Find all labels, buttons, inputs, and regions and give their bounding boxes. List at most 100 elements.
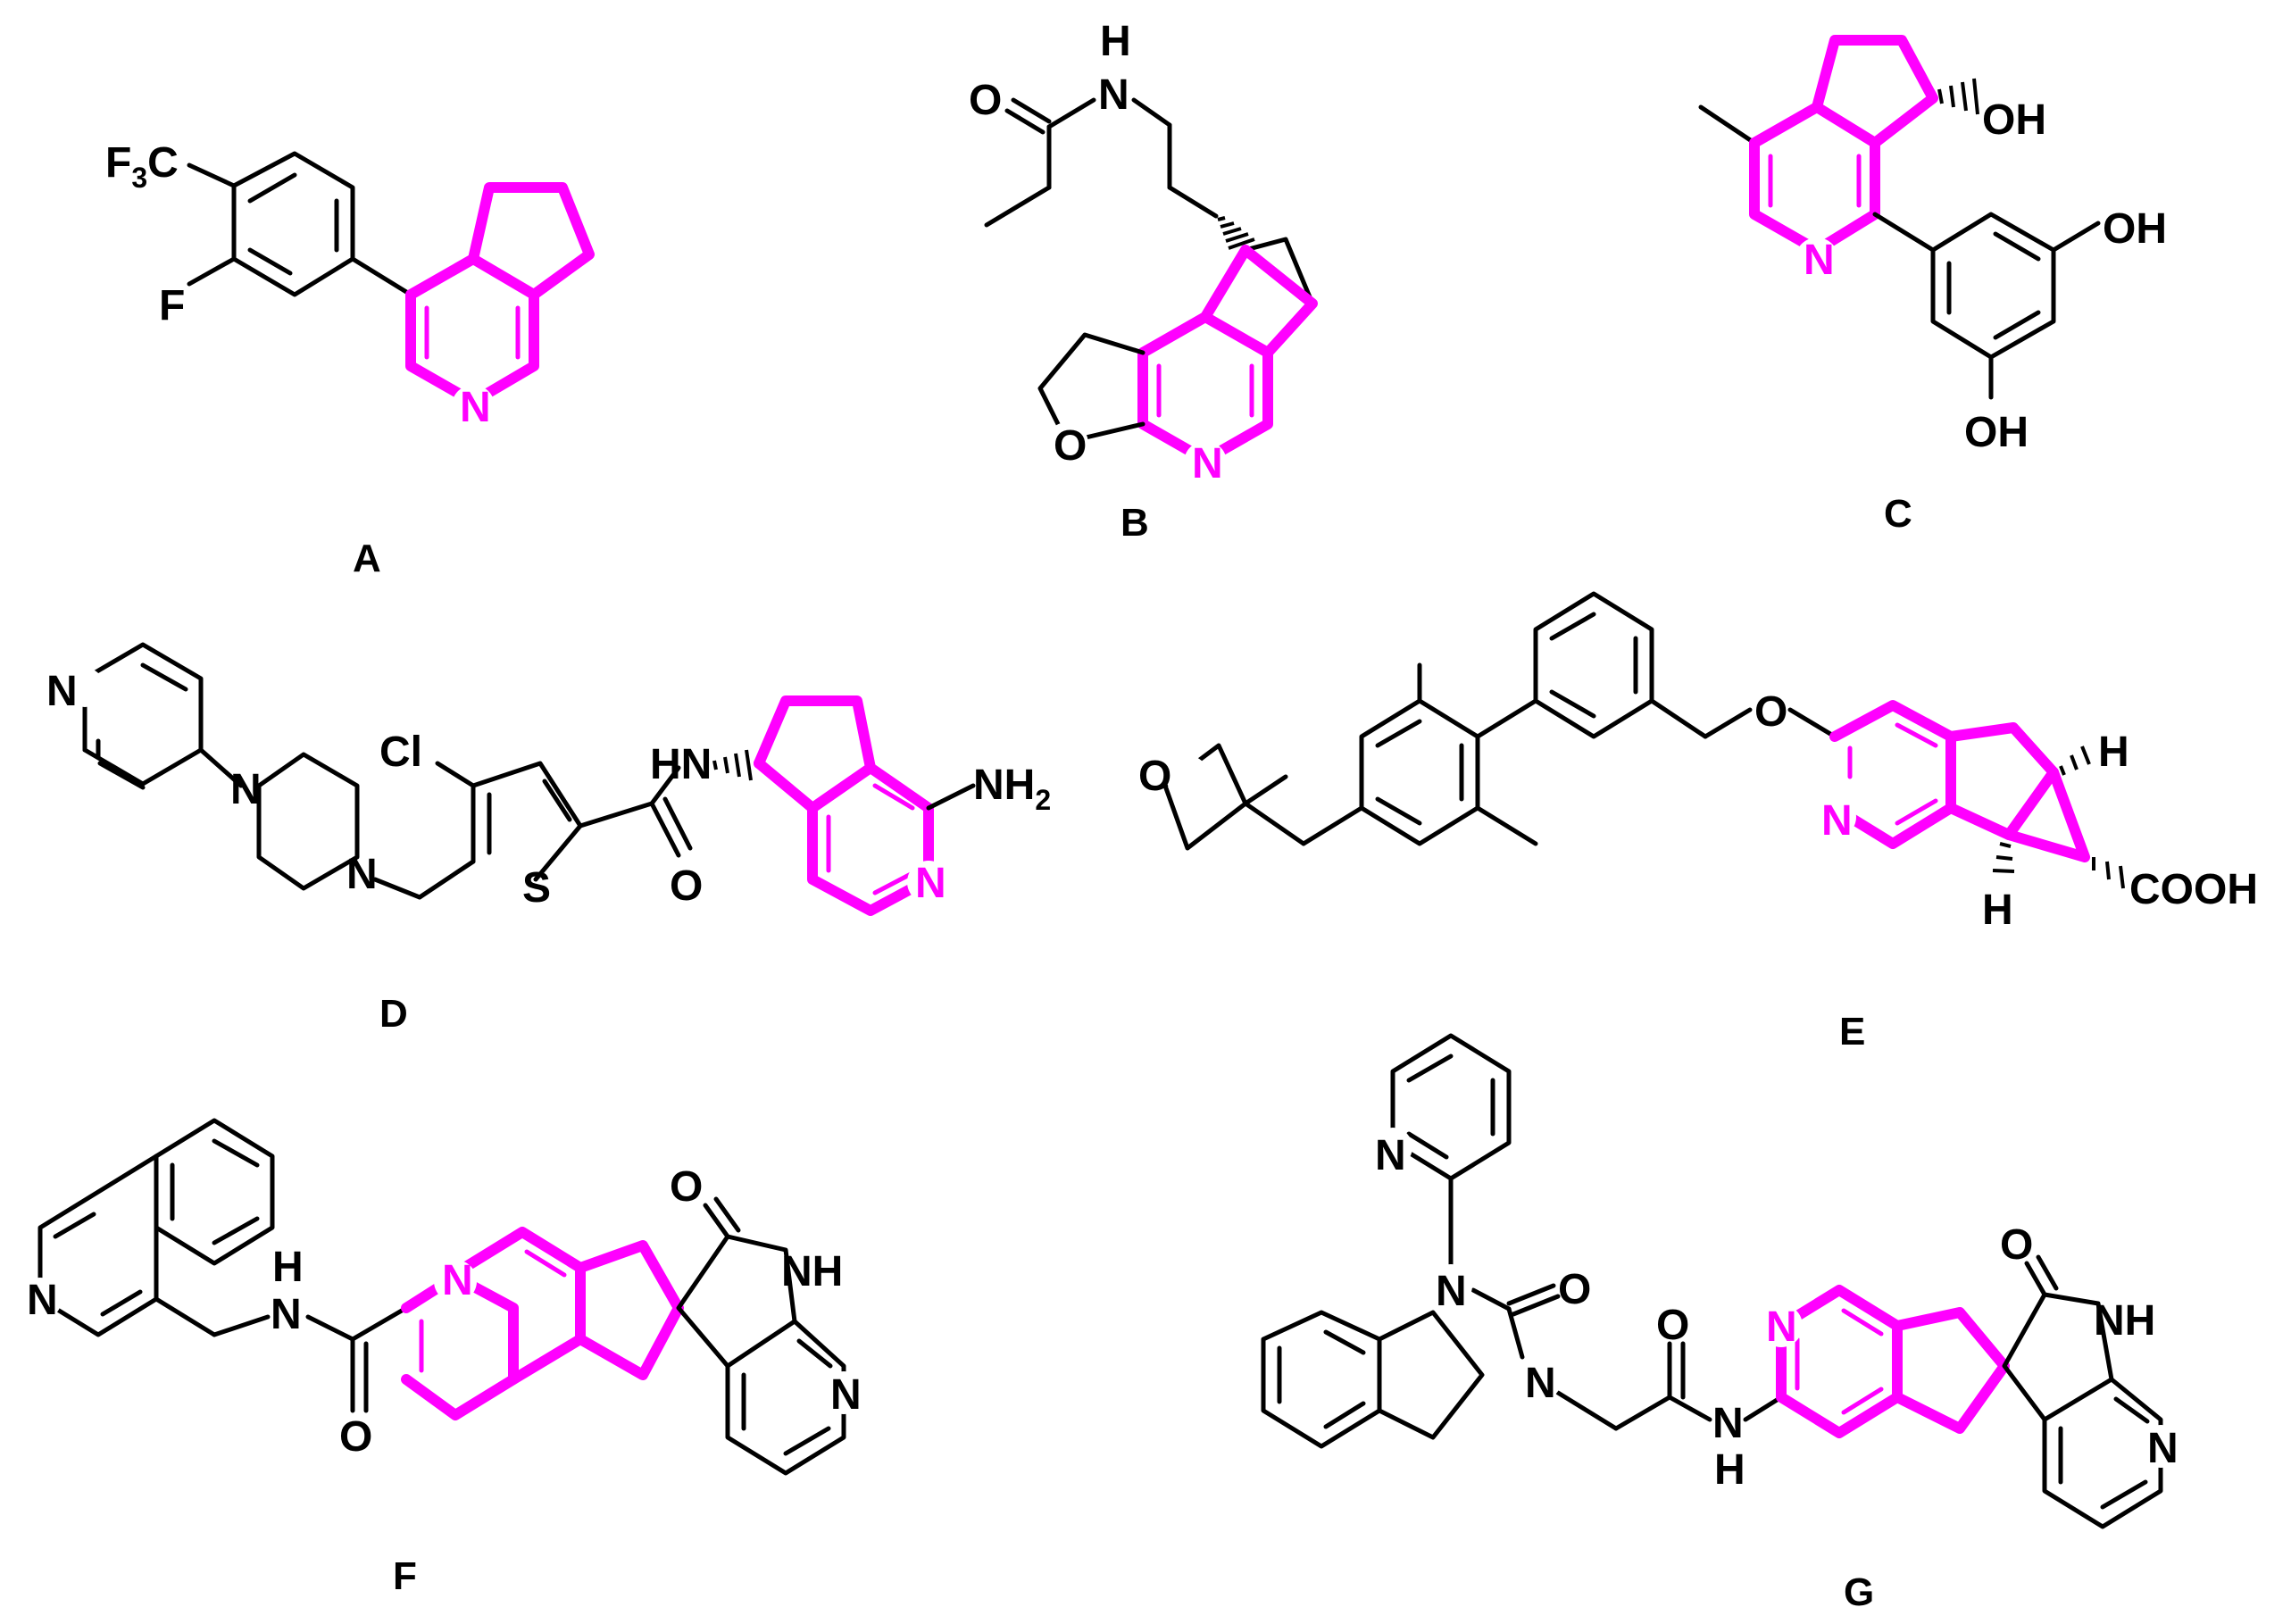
e-atom-h2: H bbox=[1982, 887, 2013, 934]
e-ph-inner-1 bbox=[1549, 612, 1596, 641]
c-atom-oh2: OH bbox=[2103, 205, 2167, 253]
g-five-ring bbox=[1892, 1307, 2010, 1434]
d-pyr-inner-3 bbox=[872, 783, 915, 811]
d-pyr-inner-2 bbox=[140, 662, 188, 692]
g-bond-co-nh bbox=[1667, 1395, 1712, 1422]
f-bond-n-co bbox=[305, 1314, 355, 1342]
e-atom-cooh: COOH bbox=[2129, 866, 2258, 913]
c-methyl bbox=[1698, 104, 1757, 146]
g-bond-lac-co-1 bbox=[2024, 1261, 2047, 1297]
d-atom-cl: Cl bbox=[379, 729, 422, 776]
g-bond-urea-co-1 bbox=[1506, 1283, 1556, 1306]
b-atom-o-carbonyl: O bbox=[969, 77, 1002, 124]
d-pyridine-highlight bbox=[807, 762, 934, 916]
a-cyclopentane-ring bbox=[468, 182, 595, 300]
d-five-ring bbox=[754, 695, 876, 813]
c-resorcinol-ring bbox=[1930, 212, 2056, 360]
g-atom-o-urea: O bbox=[1558, 1266, 1591, 1313]
a-bond-biaryl bbox=[350, 256, 413, 297]
label-e: E bbox=[1839, 1010, 1865, 1054]
compound-d: N N N Cl S HN O NH2 N D bbox=[46, 642, 1051, 1036]
g-pyr-inner-1 bbox=[1841, 1308, 1884, 1337]
c-bond-aryl bbox=[1872, 212, 1936, 253]
g-pyr2-inner-2 bbox=[2100, 1479, 2148, 1510]
d-piperazine bbox=[256, 752, 360, 891]
g-bond-urea-n1 bbox=[1470, 1287, 1512, 1312]
f-bond-lac-co-2 bbox=[713, 1196, 741, 1233]
a-phenyl-inner-1 bbox=[247, 172, 297, 204]
e-biaryl bbox=[1475, 698, 1538, 739]
e-bond-ch2-2 bbox=[1301, 805, 1364, 846]
g-atom-n-amide: N bbox=[1712, 1400, 1744, 1447]
e-xy-inner-3 bbox=[1375, 796, 1422, 826]
g-atom-o-lac: O bbox=[2000, 1221, 2033, 1269]
f-lactam-ring bbox=[676, 1234, 797, 1369]
f-bond-ch2-2 bbox=[212, 1314, 271, 1337]
e-atom-o-ether: O bbox=[1754, 688, 1787, 736]
e-hashed-h2 bbox=[1992, 842, 2015, 873]
f-bond-ch2-1 bbox=[154, 1296, 217, 1337]
compound-e: O O N H H COOH E bbox=[1138, 591, 2258, 1054]
d-bond-pip-ch2 bbox=[372, 877, 422, 900]
g-bond-n2-ch2 bbox=[1555, 1390, 1619, 1431]
d-bond-c-nh bbox=[649, 765, 681, 806]
compound-g: N N O N O N H N O NH N G bbox=[1261, 1033, 2182, 1614]
e-bond-o-pyr bbox=[1787, 707, 1837, 739]
d-bond-pyr-pip bbox=[198, 747, 244, 788]
d-hashed-bond bbox=[712, 749, 753, 781]
e-atom-n: N bbox=[1821, 797, 1853, 845]
e-bond-ch2-1 bbox=[1243, 801, 1306, 846]
c-res-inner-2 bbox=[1993, 231, 2041, 262]
b-bond-n-ch2 bbox=[1131, 97, 1172, 128]
e-atom-h1: H bbox=[2098, 729, 2129, 776]
e-pyr-inner-2 bbox=[1895, 798, 1938, 826]
f-pyr2-inner-2 bbox=[783, 1426, 831, 1456]
c-atom-n: N bbox=[1804, 237, 1835, 284]
b-atom-h: H bbox=[1100, 18, 1131, 65]
b-atom-o-ring: O bbox=[1054, 422, 1087, 470]
f-iq-p-inner-1 bbox=[53, 1212, 96, 1239]
g-atom-nh: NH bbox=[2094, 1297, 2155, 1345]
b-bond-co-double2 bbox=[1004, 108, 1046, 135]
d-pyr-inner-3 bbox=[97, 761, 146, 790]
b-bond-c-n bbox=[1046, 97, 1096, 129]
b-bond-chain2 bbox=[1167, 185, 1219, 219]
f-iq-b-inner-1 bbox=[212, 1138, 260, 1168]
e-xy-inner-1 bbox=[1375, 719, 1422, 748]
d-atom-n-pip2: N bbox=[346, 851, 378, 898]
f-atom-nh: NH bbox=[781, 1248, 843, 1295]
b-five-ring bbox=[1200, 245, 1318, 358]
a-bond-f bbox=[187, 256, 237, 287]
e-five-ring bbox=[1945, 722, 2059, 840]
g-pyt-inner-3 bbox=[1406, 1131, 1449, 1160]
d-bond-nh2 bbox=[926, 783, 976, 811]
d-bond-amide bbox=[578, 801, 654, 829]
g-atom-o-amide: O bbox=[1656, 1302, 1689, 1349]
d-bond-ring-fuse bbox=[754, 758, 818, 813]
c-five-ring bbox=[1812, 35, 1938, 148]
g-bond-urea-n2 bbox=[1506, 1306, 1525, 1360]
e-cyclopropane bbox=[2004, 767, 2090, 862]
g-atom-n1: N bbox=[1436, 1268, 1467, 1315]
d-atom-n-az: N bbox=[915, 860, 946, 907]
g-pyt-inner-1 bbox=[1406, 1054, 1454, 1083]
e-methyl-2 bbox=[1475, 805, 1538, 846]
g-atom-n-py: N bbox=[1375, 1132, 1406, 1179]
d-bond-cl bbox=[435, 761, 476, 788]
a-atom-f: F bbox=[159, 282, 185, 329]
f-atom-o-lac: O bbox=[670, 1163, 703, 1211]
e-atom-o-oxetane: O bbox=[1138, 753, 1171, 800]
c-bond-oh2 bbox=[2051, 221, 2101, 253]
g-bond-ch2-co bbox=[1613, 1395, 1672, 1431]
e-phenyl-ring bbox=[1533, 591, 1654, 739]
label-f: F bbox=[393, 1554, 417, 1598]
f-atom-h: H bbox=[272, 1244, 304, 1291]
d-atom-s: S bbox=[522, 864, 551, 912]
g-imid-ring bbox=[1377, 1310, 1485, 1440]
c-atom-oh1: OH bbox=[1982, 96, 2046, 144]
b-pyridine-ring bbox=[1137, 312, 1273, 465]
d-atom-n-pip1: N bbox=[230, 766, 262, 813]
f-iq-p-inner-2 bbox=[100, 1289, 143, 1317]
f-five-ring bbox=[575, 1240, 684, 1380]
c-res-inner-3 bbox=[1993, 310, 2041, 340]
